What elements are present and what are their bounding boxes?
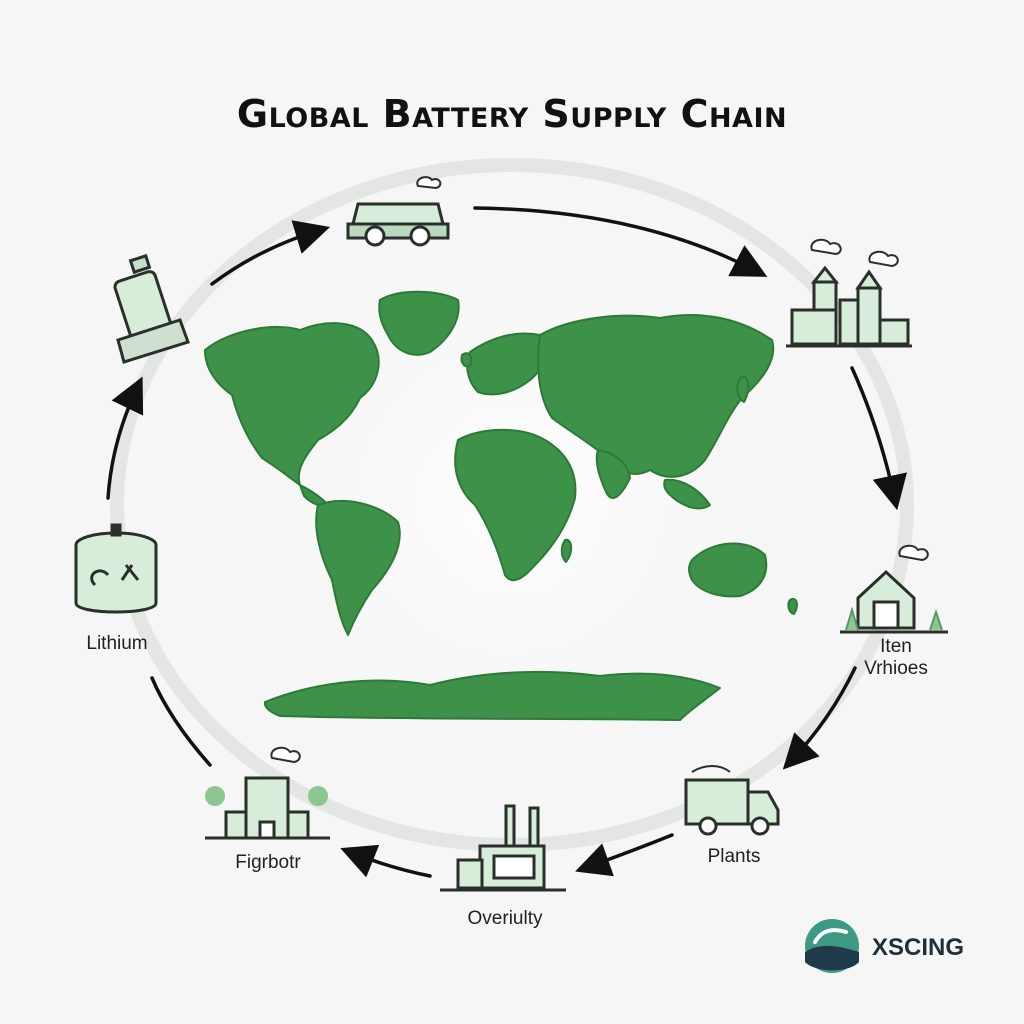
stage-label-lithium: Lithium bbox=[86, 633, 148, 654]
factory-icon bbox=[440, 804, 566, 892]
arrow-battery-to-truck bbox=[210, 220, 331, 286]
continent-australia bbox=[688, 542, 768, 598]
arrow-truck-to-factory-town bbox=[473, 206, 768, 277]
wave-logo-icon bbox=[805, 919, 859, 973]
continent-antarctica bbox=[263, 670, 721, 721]
battery-cell-icon bbox=[113, 253, 190, 364]
arrow-factory-to-office bbox=[340, 844, 432, 878]
continent-asia bbox=[537, 313, 775, 478]
continent-south-america bbox=[315, 500, 401, 636]
arrow-delivery-to-factory bbox=[575, 833, 674, 877]
arrow-warehouse-to-delivery bbox=[782, 666, 857, 770]
island-uk bbox=[460, 352, 473, 368]
island-new-zealand bbox=[787, 598, 798, 615]
diagram-title: Global Battery Supply Chain bbox=[236, 92, 788, 136]
island-madagascar bbox=[560, 538, 573, 563]
stage-label-plants: Plants bbox=[707, 846, 761, 867]
arrow-factory-town-to-warehouse bbox=[850, 366, 907, 511]
continent-greenland bbox=[378, 290, 460, 356]
arrow-lithium-to-battery bbox=[106, 376, 144, 500]
region-india bbox=[595, 449, 631, 499]
region-southeast-asia bbox=[663, 478, 711, 510]
continent-africa bbox=[454, 428, 577, 582]
cycle-arrows bbox=[106, 206, 907, 878]
world-map bbox=[204, 290, 798, 721]
factory-town-icon bbox=[786, 238, 912, 348]
stage-label-iten-vrhioes: Iten Vrhioes bbox=[864, 636, 928, 679]
delivery-truck-icon bbox=[684, 765, 780, 836]
arrow-office-to-lithium bbox=[150, 676, 212, 767]
warehouse-icon bbox=[840, 544, 948, 634]
island-japan bbox=[736, 375, 750, 403]
brand-name: XSCING bbox=[872, 934, 965, 961]
office-building-icon bbox=[205, 746, 330, 840]
continent-north-america bbox=[204, 322, 380, 486]
stage-label-figrbotr: Figrbotr bbox=[235, 852, 301, 873]
continent-europe bbox=[466, 332, 546, 396]
mining-barrel-icon bbox=[74, 523, 158, 614]
transport-truck-icon bbox=[346, 176, 450, 247]
stage-label-overiulty: Overiulty bbox=[467, 908, 543, 929]
